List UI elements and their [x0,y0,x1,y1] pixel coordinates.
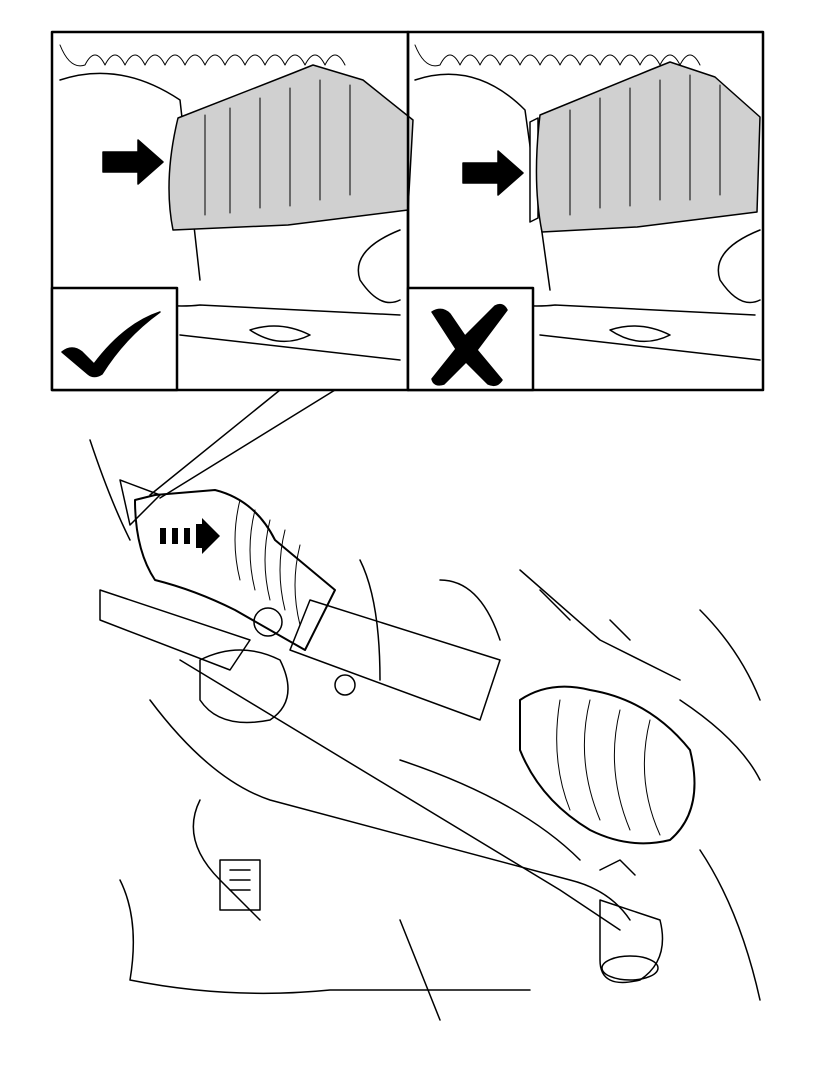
boot-correct [168,64,414,231]
detail-panel-correct [50,30,414,392]
detail-panel-incorrect [406,30,765,392]
cross-icon [431,303,508,387]
main-assembly-drawing [89,439,761,1021]
arrow-right-icon [462,150,524,196]
outer-boot [519,685,696,845]
inner-boot [134,489,336,651]
callout-lines [149,389,336,499]
checkmark-icon [61,311,161,378]
dashed-arrow-right-icon [160,518,220,554]
boot-incorrect [535,61,761,233]
arrow-right-icon [102,139,164,185]
